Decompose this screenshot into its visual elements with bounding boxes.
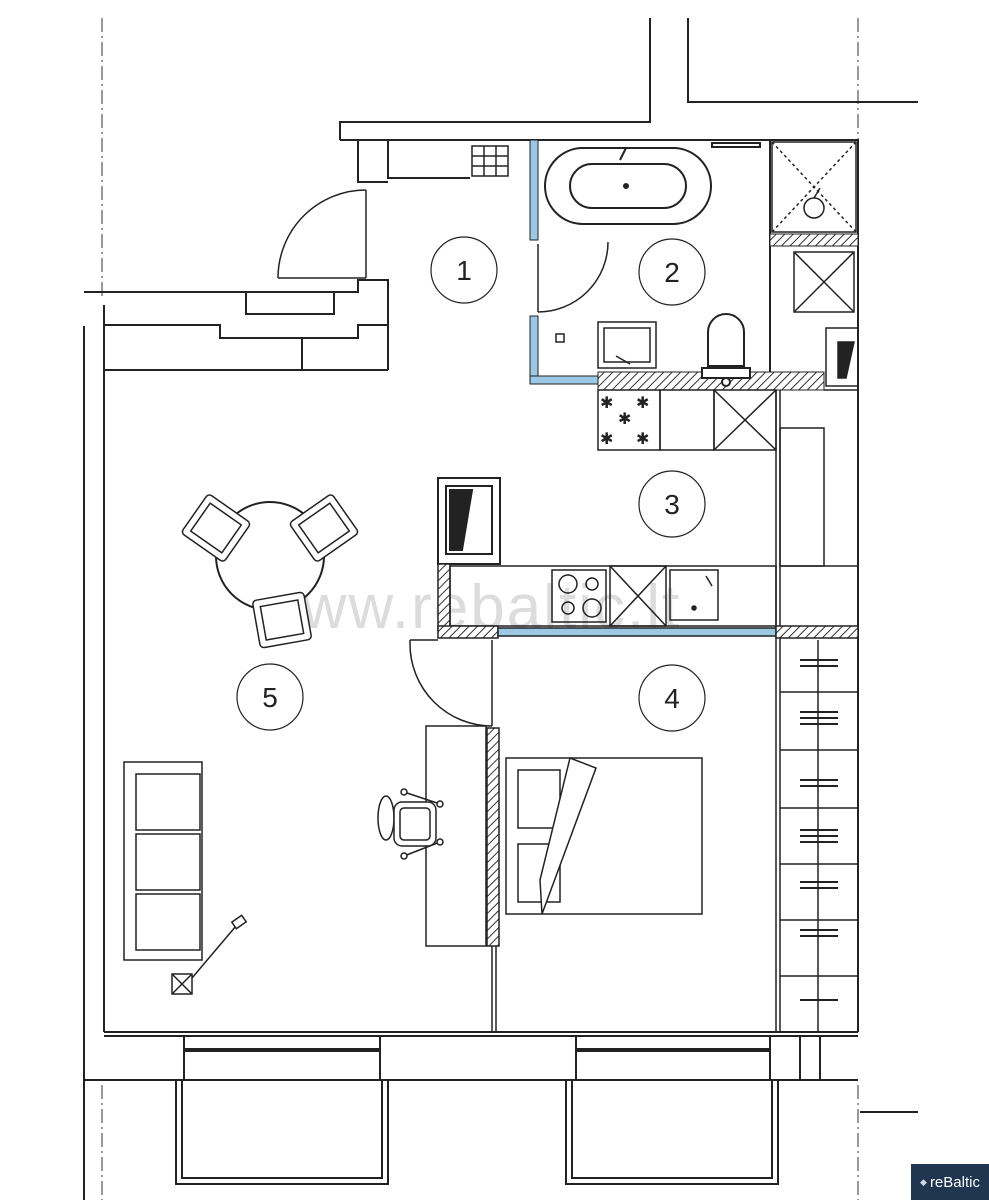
rebaltic-logo: ◆ reBaltic	[911, 1164, 989, 1200]
wardrobe-hangers	[800, 659, 838, 1001]
entry-door	[277, 189, 367, 279]
tech-shaft	[793, 251, 859, 387]
svg-text:3: 3	[664, 489, 680, 520]
storage-column	[775, 389, 858, 1032]
svg-text:1: 1	[456, 255, 472, 286]
room-label-4: 4	[638, 664, 706, 732]
logo-text: reBaltic	[929, 1173, 980, 1191]
svg-text:4: 4	[664, 683, 680, 714]
bathroom-sink	[555, 321, 657, 369]
bathroom-door	[537, 241, 609, 313]
neighbour-walls	[339, 18, 918, 1113]
outer-walls	[83, 139, 859, 1200]
svg-text:✱: ✱	[636, 393, 649, 412]
room-label-3: 3	[638, 470, 706, 538]
office-chair	[377, 788, 444, 860]
logo-diamond-icon: ◆	[920, 1176, 927, 1187]
hall-radiator	[471, 145, 509, 177]
svg-text:✱: ✱	[600, 393, 613, 412]
bathroom-walls	[529, 139, 859, 391]
room-label-1: 1	[430, 236, 498, 304]
room-label-2: 2	[638, 238, 706, 306]
shower	[771, 141, 857, 233]
axis-lines	[101, 18, 859, 1200]
room-label-5: 5	[236, 663, 304, 731]
svg-text:✱: ✱	[636, 429, 649, 448]
bedroom-partition	[409, 639, 500, 1032]
decor-stars: ✱ ✱ ✱ ✱ ✱	[600, 393, 649, 448]
svg-text:2: 2	[664, 257, 680, 288]
balconies	[175, 1035, 779, 1185]
dining-chairs	[181, 494, 359, 649]
svg-text:✱: ✱	[618, 409, 631, 428]
kitchen-counter	[437, 563, 859, 639]
toilet	[701, 313, 751, 387]
bed	[505, 756, 703, 915]
bathtub	[544, 142, 761, 225]
svg-text:5: 5	[262, 682, 278, 713]
floor-lamp	[171, 914, 248, 995]
svg-text:✱: ✱	[600, 429, 613, 448]
fridge	[437, 477, 501, 565]
sofa	[123, 761, 203, 961]
